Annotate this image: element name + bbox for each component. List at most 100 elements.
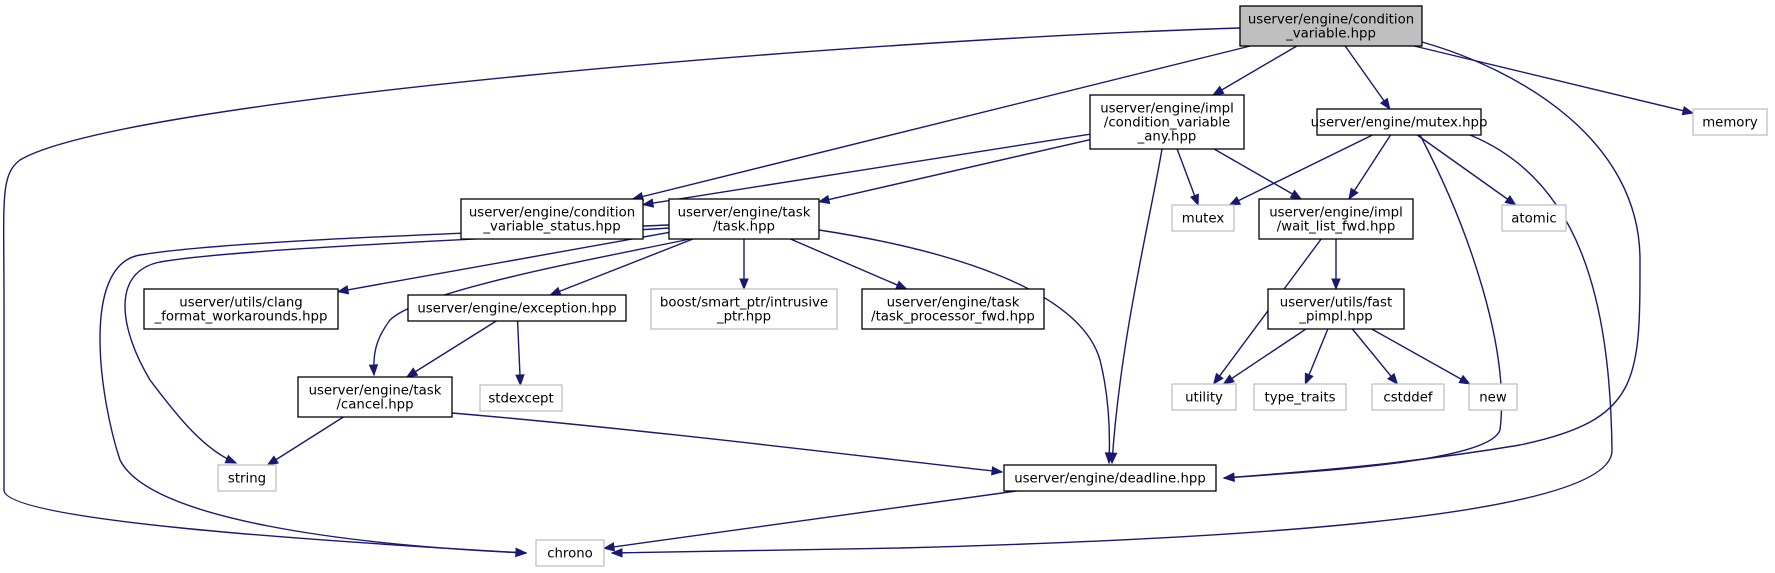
edge-impl_cva-to-wait_list [1213, 148, 1303, 200]
node-box [1171, 204, 1235, 232]
edge-line [632, 45, 1251, 200]
node-label-line: _variable.hpp [1285, 27, 1376, 42]
node-string: string [217, 464, 277, 492]
node-label-line: /task.hpp [713, 220, 775, 235]
edge-line [642, 133, 1091, 206]
edge-arrowhead [405, 367, 419, 378]
edge-arrowhead [1211, 85, 1225, 96]
node-label-line: _variable_status.hpp [482, 220, 620, 235]
node-box [861, 288, 1045, 330]
node-box [1316, 108, 1482, 136]
node-chrono: chrono [535, 539, 605, 567]
edge-task-to-clang [336, 231, 670, 295]
node-box [297, 376, 453, 418]
node-task[interactable]: userver/engine/task/task.hpp [668, 198, 820, 240]
edge-arrowhead [602, 542, 616, 552]
edge-task-to-boost [739, 239, 749, 291]
node-clang[interactable]: userver/utils/clang_format_workarounds.h… [143, 288, 339, 330]
edge-arrowhead [1228, 196, 1242, 206]
node-exception[interactable]: userver/engine/exception.hpp [407, 294, 627, 322]
node-cancel[interactable]: userver/engine/task/cancel.hpp [297, 376, 453, 418]
node-label-line: new [1479, 391, 1507, 406]
edge-deadline-to-chrono [602, 490, 1017, 552]
edge-arrowhead [1387, 372, 1399, 386]
edge-line [2, 27, 1241, 554]
edge-line [124, 227, 670, 464]
node-utility: utility [1171, 383, 1237, 411]
node-label-line: memory [1702, 116, 1758, 131]
node-label-line: userver/engine/condition [1248, 13, 1414, 28]
edge-arrowhead [1212, 372, 1224, 386]
edge-line [337, 231, 670, 293]
edge-impl_cva-to-cv_status [641, 133, 1091, 208]
edge-mutex_hpp-to-deadline [1222, 134, 1503, 483]
edge-task-to-chrono [99, 224, 670, 558]
node-label-line: _format_workarounds.hpp [154, 310, 328, 325]
node-wait-list[interactable]: userver/engine/impl/wait_list_fwd.hpp [1258, 198, 1414, 240]
edge-impl_cva-to-task [817, 138, 1091, 205]
edge-line [1213, 148, 1302, 200]
node-label-line: stdexcept [488, 392, 553, 407]
edge-fast_pimpl-to-new [1371, 328, 1471, 385]
node-label-line: userver/utils/fast [1280, 296, 1392, 311]
edge-condvar-to-deadline [1222, 41, 1641, 482]
node-mutex-hpp[interactable]: userver/engine/mutex.hpp [1311, 108, 1488, 136]
edge-arrowhead [1289, 189, 1303, 200]
node-tpfwd[interactable]: userver/engine/task/task_processor_fwd.h… [861, 288, 1045, 330]
edge-arrowhead [610, 548, 623, 558]
node-condvar[interactable]: userver/engine/condition_variable.hpp [1239, 5, 1423, 47]
edge-line [790, 238, 907, 290]
edge-arrowhead [1458, 374, 1471, 385]
edge-fast_pimpl-to-utility [1222, 328, 1307, 385]
node-fast-pimpl[interactable]: userver/utils/fast_pimpl.hpp [1267, 288, 1405, 330]
node-impl-cva[interactable]: userver/engine/impl/condition_variable_a… [1089, 94, 1245, 150]
edge-mutex_hpp-to-wait_list [1348, 134, 1392, 201]
edge-line [611, 134, 1613, 554]
node-stdexcept: stdexcept [479, 384, 563, 412]
edge-arrowhead [641, 198, 655, 208]
edge-line [1212, 45, 1298, 96]
node-label-line: /task_processor_fwd.hpp [871, 310, 1035, 325]
edge-task-to-tpfwd [790, 238, 908, 290]
edge-line [818, 229, 1111, 464]
node-atomic: atomic [1501, 204, 1567, 232]
node-label-line: userver/engine/mutex.hpp [1311, 116, 1488, 131]
node-label-line: userver/engine/task [887, 296, 1020, 311]
node-deadline[interactable]: userver/engine/deadline.hpp [1003, 464, 1217, 492]
edge-line [267, 416, 344, 466]
node-mutex: mutex [1171, 204, 1235, 232]
edge-line [1223, 328, 1307, 385]
edge-arrowhead [368, 364, 379, 377]
edge-line [1348, 134, 1392, 200]
node-box [1267, 288, 1405, 330]
edge-arrowhead [1348, 187, 1359, 201]
node-label-line: atomic [1511, 212, 1556, 227]
edge-arrowhead [895, 280, 908, 290]
edge-line [1111, 148, 1163, 464]
node-label-line: _pimpl.hpp [1298, 310, 1372, 325]
edge-task-to-deadline [818, 229, 1115, 465]
node-box [668, 198, 820, 240]
edge-line [1223, 41, 1641, 479]
edge-line [1223, 134, 1503, 479]
node-label-line: mutex [1182, 212, 1225, 227]
edge-task-to-exception [548, 238, 694, 296]
edge-arrowhead [224, 454, 238, 464]
edge-line [1344, 45, 1391, 110]
node-cv-status[interactable]: userver/engine/condition_variable_status… [460, 198, 644, 240]
edge-line [1351, 328, 1398, 385]
edge-line [549, 238, 694, 296]
node-label-line: userver/engine/impl [1100, 102, 1234, 117]
node-label-line: /cancel.hpp [336, 398, 413, 413]
node-label-line: userver/engine/exception.hpp [417, 302, 616, 317]
edge-arrowhead [515, 547, 528, 558]
edges-layer [2, 27, 1695, 558]
node-new: new [1468, 383, 1518, 411]
node-box [460, 198, 644, 240]
nodes-layer: userver/engine/condition_variable.hppuse… [143, 5, 1768, 567]
edge-cancel-to-deadline [451, 412, 1004, 476]
edge-line [451, 412, 1003, 473]
node-memory: memory [1692, 108, 1768, 136]
edge-fast_pimpl-to-type_traits [1304, 328, 1329, 386]
